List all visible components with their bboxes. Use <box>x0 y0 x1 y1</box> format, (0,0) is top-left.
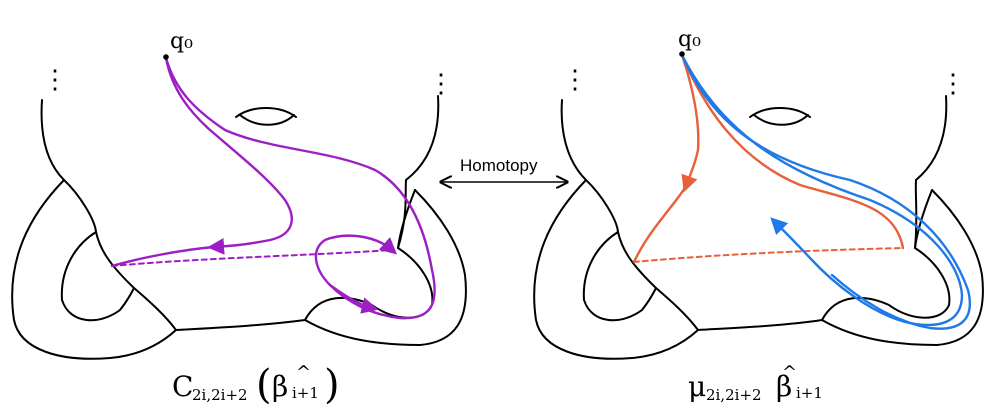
right-ellipsis-left: ⋮ <box>562 65 588 95</box>
left-caption: C 2i,2i+2 ( β i+1 ^ ) <box>172 362 340 408</box>
svg-text:2i,2i+2: 2i,2i+2 <box>706 386 762 404</box>
left-basepoint-label: q₀ <box>170 29 193 54</box>
right-basepoint-dot <box>679 51 685 57</box>
left-ellipsis-left: ⋮ <box>42 65 68 95</box>
right-surface <box>533 95 984 360</box>
homotopy-label: Homotopy <box>460 156 538 175</box>
left-surface <box>11 95 467 360</box>
homotopy-indicator: Homotopy <box>442 156 566 182</box>
svg-text:^: ^ <box>296 362 311 383</box>
svg-text:i+1: i+1 <box>292 384 319 402</box>
right-caption: μ 2i,2i+2 β i+1 ^ <box>688 362 823 404</box>
left-purple-curve <box>110 56 436 320</box>
svg-text:(: ( <box>256 362 272 408</box>
right-orange-curve <box>632 53 905 264</box>
svg-text:i+1: i+1 <box>796 384 823 402</box>
svg-text:^: ^ <box>782 362 797 383</box>
left-basepoint-dot <box>163 54 169 60</box>
svg-text:2i,2i+2: 2i,2i+2 <box>192 386 248 404</box>
svg-text:β: β <box>776 370 792 403</box>
svg-text:β: β <box>272 370 288 403</box>
right-basepoint-label: q₀ <box>678 27 701 52</box>
svg-text:): ) <box>324 362 340 408</box>
right-blue-curve <box>680 53 971 330</box>
svg-text:μ: μ <box>688 370 706 403</box>
right-ellipsis-right: ⋮ <box>940 69 966 99</box>
left-ellipsis-right: ⋮ <box>428 69 454 99</box>
svg-text:C: C <box>172 370 193 403</box>
